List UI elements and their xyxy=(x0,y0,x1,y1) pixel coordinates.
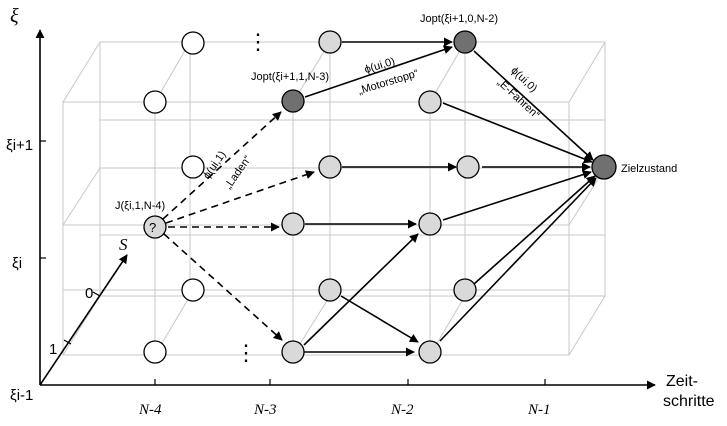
node xyxy=(181,155,205,179)
x-tick-n-1: N-1 xyxy=(527,402,551,418)
node xyxy=(181,31,205,55)
node xyxy=(281,340,305,364)
phi-laden-label: ϕ(ui,1) xyxy=(201,149,229,181)
j-opt-n-3-label: Jopt(ξi+1,1,N-3) xyxy=(251,71,329,83)
goal-node xyxy=(591,154,617,180)
node xyxy=(281,212,305,236)
question-mark: ? xyxy=(149,220,156,235)
dashed-transitions xyxy=(162,111,315,341)
axes xyxy=(35,29,656,390)
edge-to-dark-node xyxy=(304,45,453,98)
edge xyxy=(442,170,592,221)
node xyxy=(453,278,477,302)
x-tick-n-4: N-4 xyxy=(138,402,162,418)
s-axis xyxy=(39,254,128,386)
edge xyxy=(442,102,593,164)
x-tick-n-2: N-2 xyxy=(390,402,414,418)
node xyxy=(456,155,480,179)
edge xyxy=(473,175,596,285)
opt-node-n-3 xyxy=(281,89,305,113)
node xyxy=(318,155,342,179)
phi-motorstopp-label: ϕ(ui,0) xyxy=(363,56,396,77)
state-nodes xyxy=(143,30,617,364)
edge-laden xyxy=(162,111,282,220)
node xyxy=(143,90,167,114)
edge xyxy=(439,177,597,342)
laden-label: „Laden“ xyxy=(222,153,254,191)
edge xyxy=(340,295,419,343)
start-node xyxy=(143,215,167,239)
solid-transitions xyxy=(303,37,597,357)
edge-dash xyxy=(163,233,283,341)
vdots-top: ⋮ xyxy=(247,29,269,54)
node xyxy=(318,30,342,54)
node xyxy=(318,278,342,302)
x-axis-label-line2: schritte xyxy=(663,393,715,410)
node xyxy=(418,212,442,236)
grid-box xyxy=(62,41,606,356)
opt-node-n-2 xyxy=(453,30,477,54)
edge xyxy=(303,233,419,346)
y-tick-xi-plus-1: ξi+1 xyxy=(6,137,33,154)
node xyxy=(418,90,442,114)
s-tick-1: 1 xyxy=(49,341,57,358)
x-axis-label-line1: Zeit- xyxy=(666,373,698,390)
vdots-bottom: ⋮ xyxy=(235,340,257,365)
y-axis-symbol: ξ xyxy=(10,5,19,27)
edge-dash xyxy=(165,170,315,224)
node xyxy=(418,340,442,364)
x-tick-n-3: N-3 xyxy=(253,402,277,418)
node xyxy=(143,340,167,364)
y-tick-xi-minus-1: ξi-1 xyxy=(10,387,33,404)
s-tick-0: 0 xyxy=(85,285,93,302)
y-tick-xi: ξi xyxy=(12,255,22,272)
s-axis-symbol: S xyxy=(119,235,128,254)
node xyxy=(181,278,205,302)
j-start-label: J(ξi,1,N-4) xyxy=(115,200,165,212)
j-opt-n-2-label: Jopt(ξi+1,0,N-2) xyxy=(420,13,498,25)
edge-efahren xyxy=(473,50,594,161)
goal-label: Zielzustand xyxy=(621,163,677,175)
